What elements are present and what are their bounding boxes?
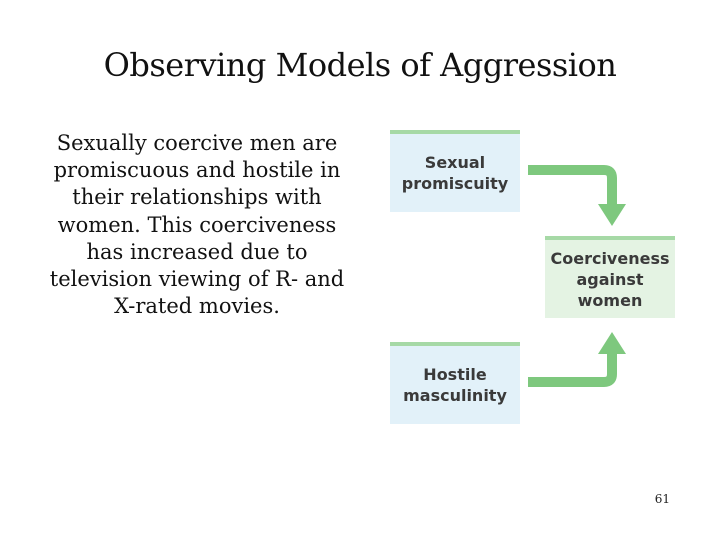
slide-title: Observing Models of Aggression	[103, 46, 617, 84]
page-number: 61	[654, 492, 670, 506]
coerciveness-label: Coerciveness against women	[550, 248, 670, 310]
sexual-promiscuity-box: Sexual promiscuity	[390, 130, 520, 212]
slide-body-text: Sexually coercive men are promiscuous an…	[49, 131, 345, 319]
coerciveness-box: Coerciveness against women	[545, 236, 675, 318]
sexual-promiscuity-label: Sexual promiscuity	[401, 153, 509, 193]
hostile-masculinity-label: Hostile masculinity	[403, 365, 507, 405]
hostile-masculinity-box: Hostile masculinity	[390, 342, 520, 424]
arrow-hostile-to-coercive	[528, 332, 626, 387]
arrow-sexual-to-coercive	[528, 165, 626, 226]
